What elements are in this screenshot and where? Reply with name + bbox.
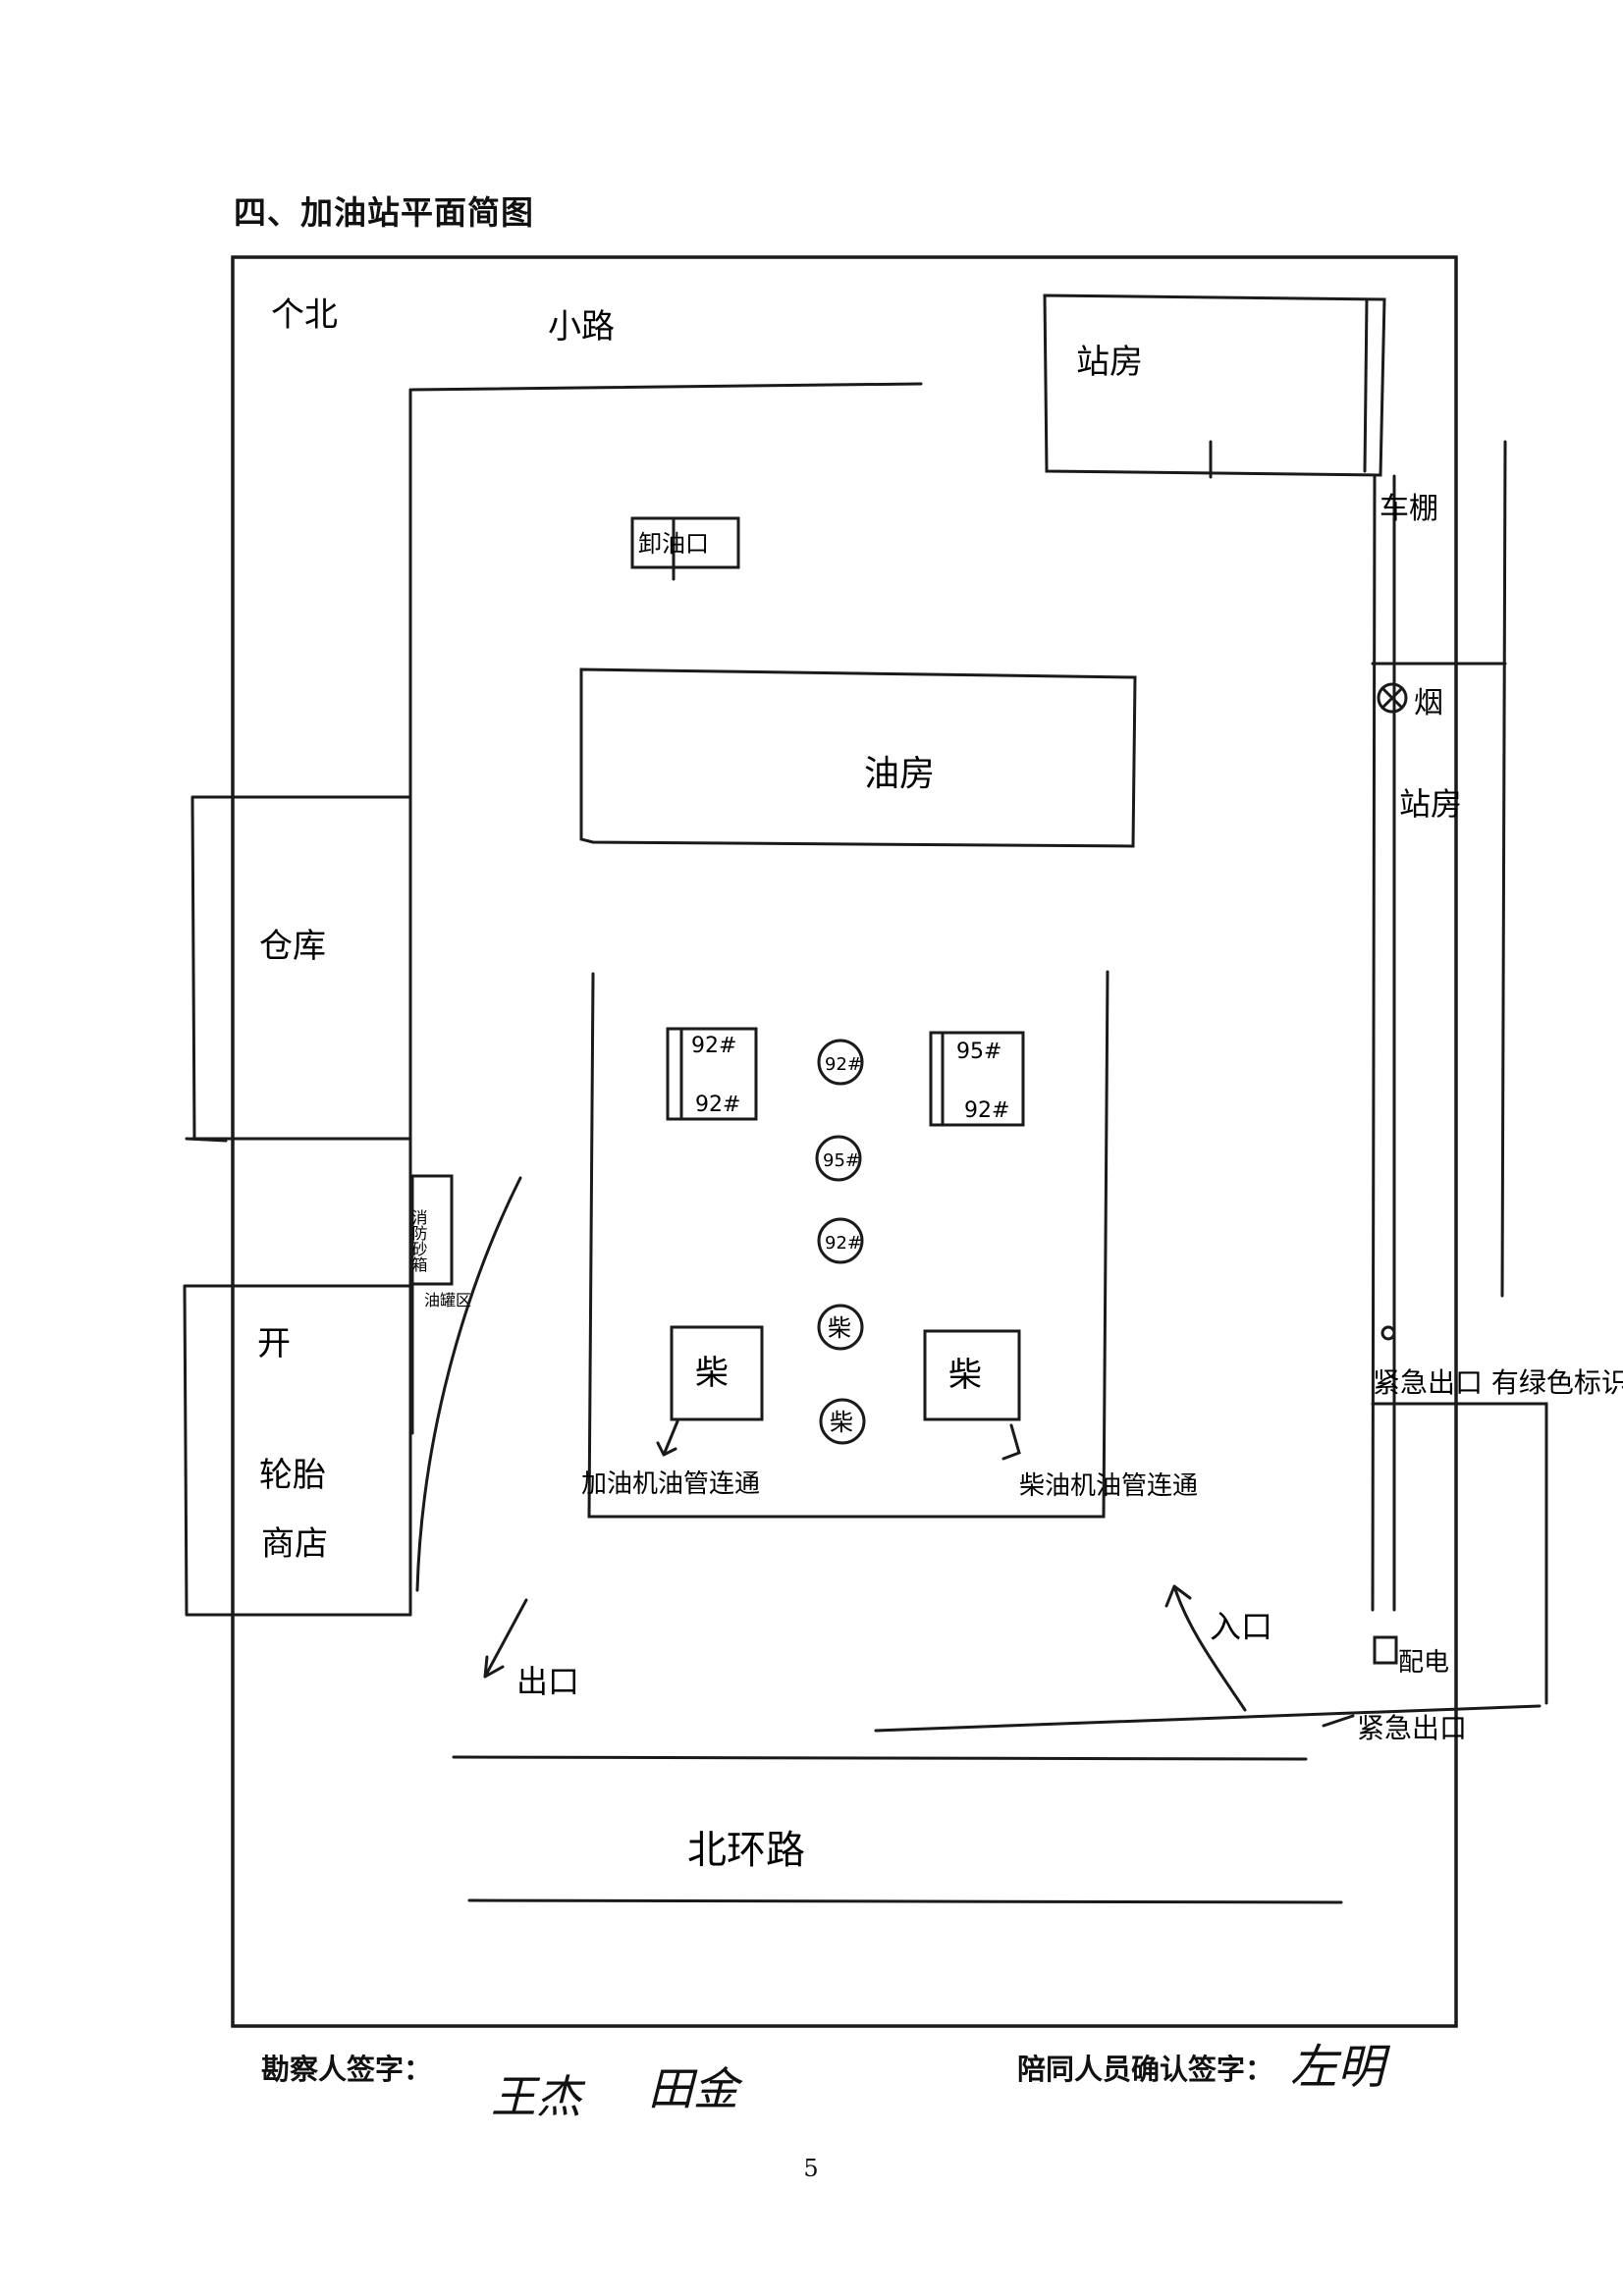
unload-port-box xyxy=(630,516,740,569)
nozzle-circle-3 xyxy=(817,1217,864,1264)
warehouse-outline xyxy=(190,795,412,1141)
smoking-sign-circle xyxy=(1377,682,1408,714)
companion-signature-label: 陪同人员确认签字： xyxy=(1017,2053,1274,2086)
dispenser-box-1 xyxy=(666,1027,758,1121)
label-entry: 入口 xyxy=(1210,1608,1272,1645)
label-left-lower-2: 轮胎 xyxy=(259,1456,326,1495)
page-number: 5 xyxy=(803,2155,819,2182)
surveyor-signature-label: 勘察人签字： xyxy=(261,2053,433,2086)
nozzle-circle-2 xyxy=(815,1135,862,1182)
label-left-column-vertical: 消防砂箱 xyxy=(409,1209,428,1272)
label-top-left: 个北 xyxy=(271,295,338,335)
dispenser-box-2 xyxy=(929,1031,1025,1127)
bottom-line-1 xyxy=(452,1755,1308,1761)
label-unload-port: 卸油口 xyxy=(638,530,709,558)
nozzle-circle-4 xyxy=(817,1304,864,1351)
label-top-road: 小路 xyxy=(548,307,615,347)
diesel-box-1 xyxy=(670,1325,764,1421)
entry-arrow xyxy=(1164,1584,1247,1712)
label-nozzle-1: 92# xyxy=(825,1054,862,1075)
label-nozzle-2: 95# xyxy=(823,1150,860,1171)
label-left-lower-1: 开 xyxy=(257,1324,291,1363)
exit-arrow xyxy=(483,1598,528,1679)
page-heading: 四、加油站平面简图 xyxy=(234,193,534,232)
surveyor-signature-2: 田金 xyxy=(648,2062,738,2115)
companion-signature: 左明 xyxy=(1290,2040,1385,2095)
label-right-bottom-note: 紧急出口 xyxy=(1357,1712,1467,1744)
bottom-line-2 xyxy=(874,1704,1542,1733)
right-strip-outline xyxy=(1371,440,1507,1612)
label-dispenser-1-top: 92# xyxy=(691,1034,736,1058)
label-diesel-box-1: 柴 xyxy=(695,1354,729,1393)
top-right-building-outline xyxy=(1043,294,1386,477)
label-right-building: 站房 xyxy=(1399,785,1462,823)
label-diesel-box-2: 柴 xyxy=(948,1356,982,1395)
label-left-column-small: 油罐区 xyxy=(424,1291,471,1309)
canopy-outline xyxy=(579,667,1137,848)
island-outline xyxy=(587,970,1109,1519)
nozzle-circle-5 xyxy=(819,1398,866,1445)
label-dispenser-2-top: 95# xyxy=(956,1040,1001,1064)
label-left-lower-3: 商店 xyxy=(261,1524,328,1564)
label-dispenser-1-bottom: 92# xyxy=(695,1093,740,1117)
label-right-bottom-box: 配电 xyxy=(1398,1648,1449,1678)
label-nozzle-4: 柴 xyxy=(828,1314,851,1342)
label-canopy: 油房 xyxy=(864,754,935,794)
exit-lane-curve xyxy=(415,1176,522,1592)
label-exit: 出口 xyxy=(516,1663,579,1700)
label-dispenser-2-bottom: 92# xyxy=(964,1098,1009,1123)
label-right-strip: 车棚 xyxy=(1380,492,1438,526)
label-nozzle-3: 92# xyxy=(825,1233,862,1254)
diesel-box-2 xyxy=(923,1329,1021,1421)
label-right-mid-note: 紧急出口 有绿色标识 xyxy=(1373,1366,1623,1399)
label-warehouse: 仓库 xyxy=(259,927,326,966)
nozzle-circle-1 xyxy=(817,1039,864,1086)
label-left-note: 加油机油管连通 xyxy=(581,1469,760,1499)
surveyor-signature-1: 王杰 xyxy=(491,2070,581,2123)
inner-boundary-top xyxy=(410,382,923,392)
sand-box-outline xyxy=(410,1174,454,1286)
outer-frame xyxy=(231,255,1458,2028)
label-right-note: 柴油机油管连通 xyxy=(1019,1471,1198,1501)
label-nozzle-5: 柴 xyxy=(830,1409,853,1436)
label-smoking-sign: 烟 xyxy=(1414,686,1443,721)
label-bottom-road: 北环路 xyxy=(687,1828,805,1873)
label-top-right-building: 站房 xyxy=(1076,343,1143,382)
bottom-line-3 xyxy=(467,1898,1343,1904)
power-box xyxy=(1373,1635,1398,1665)
left-lower-building-outline xyxy=(183,1284,412,1617)
